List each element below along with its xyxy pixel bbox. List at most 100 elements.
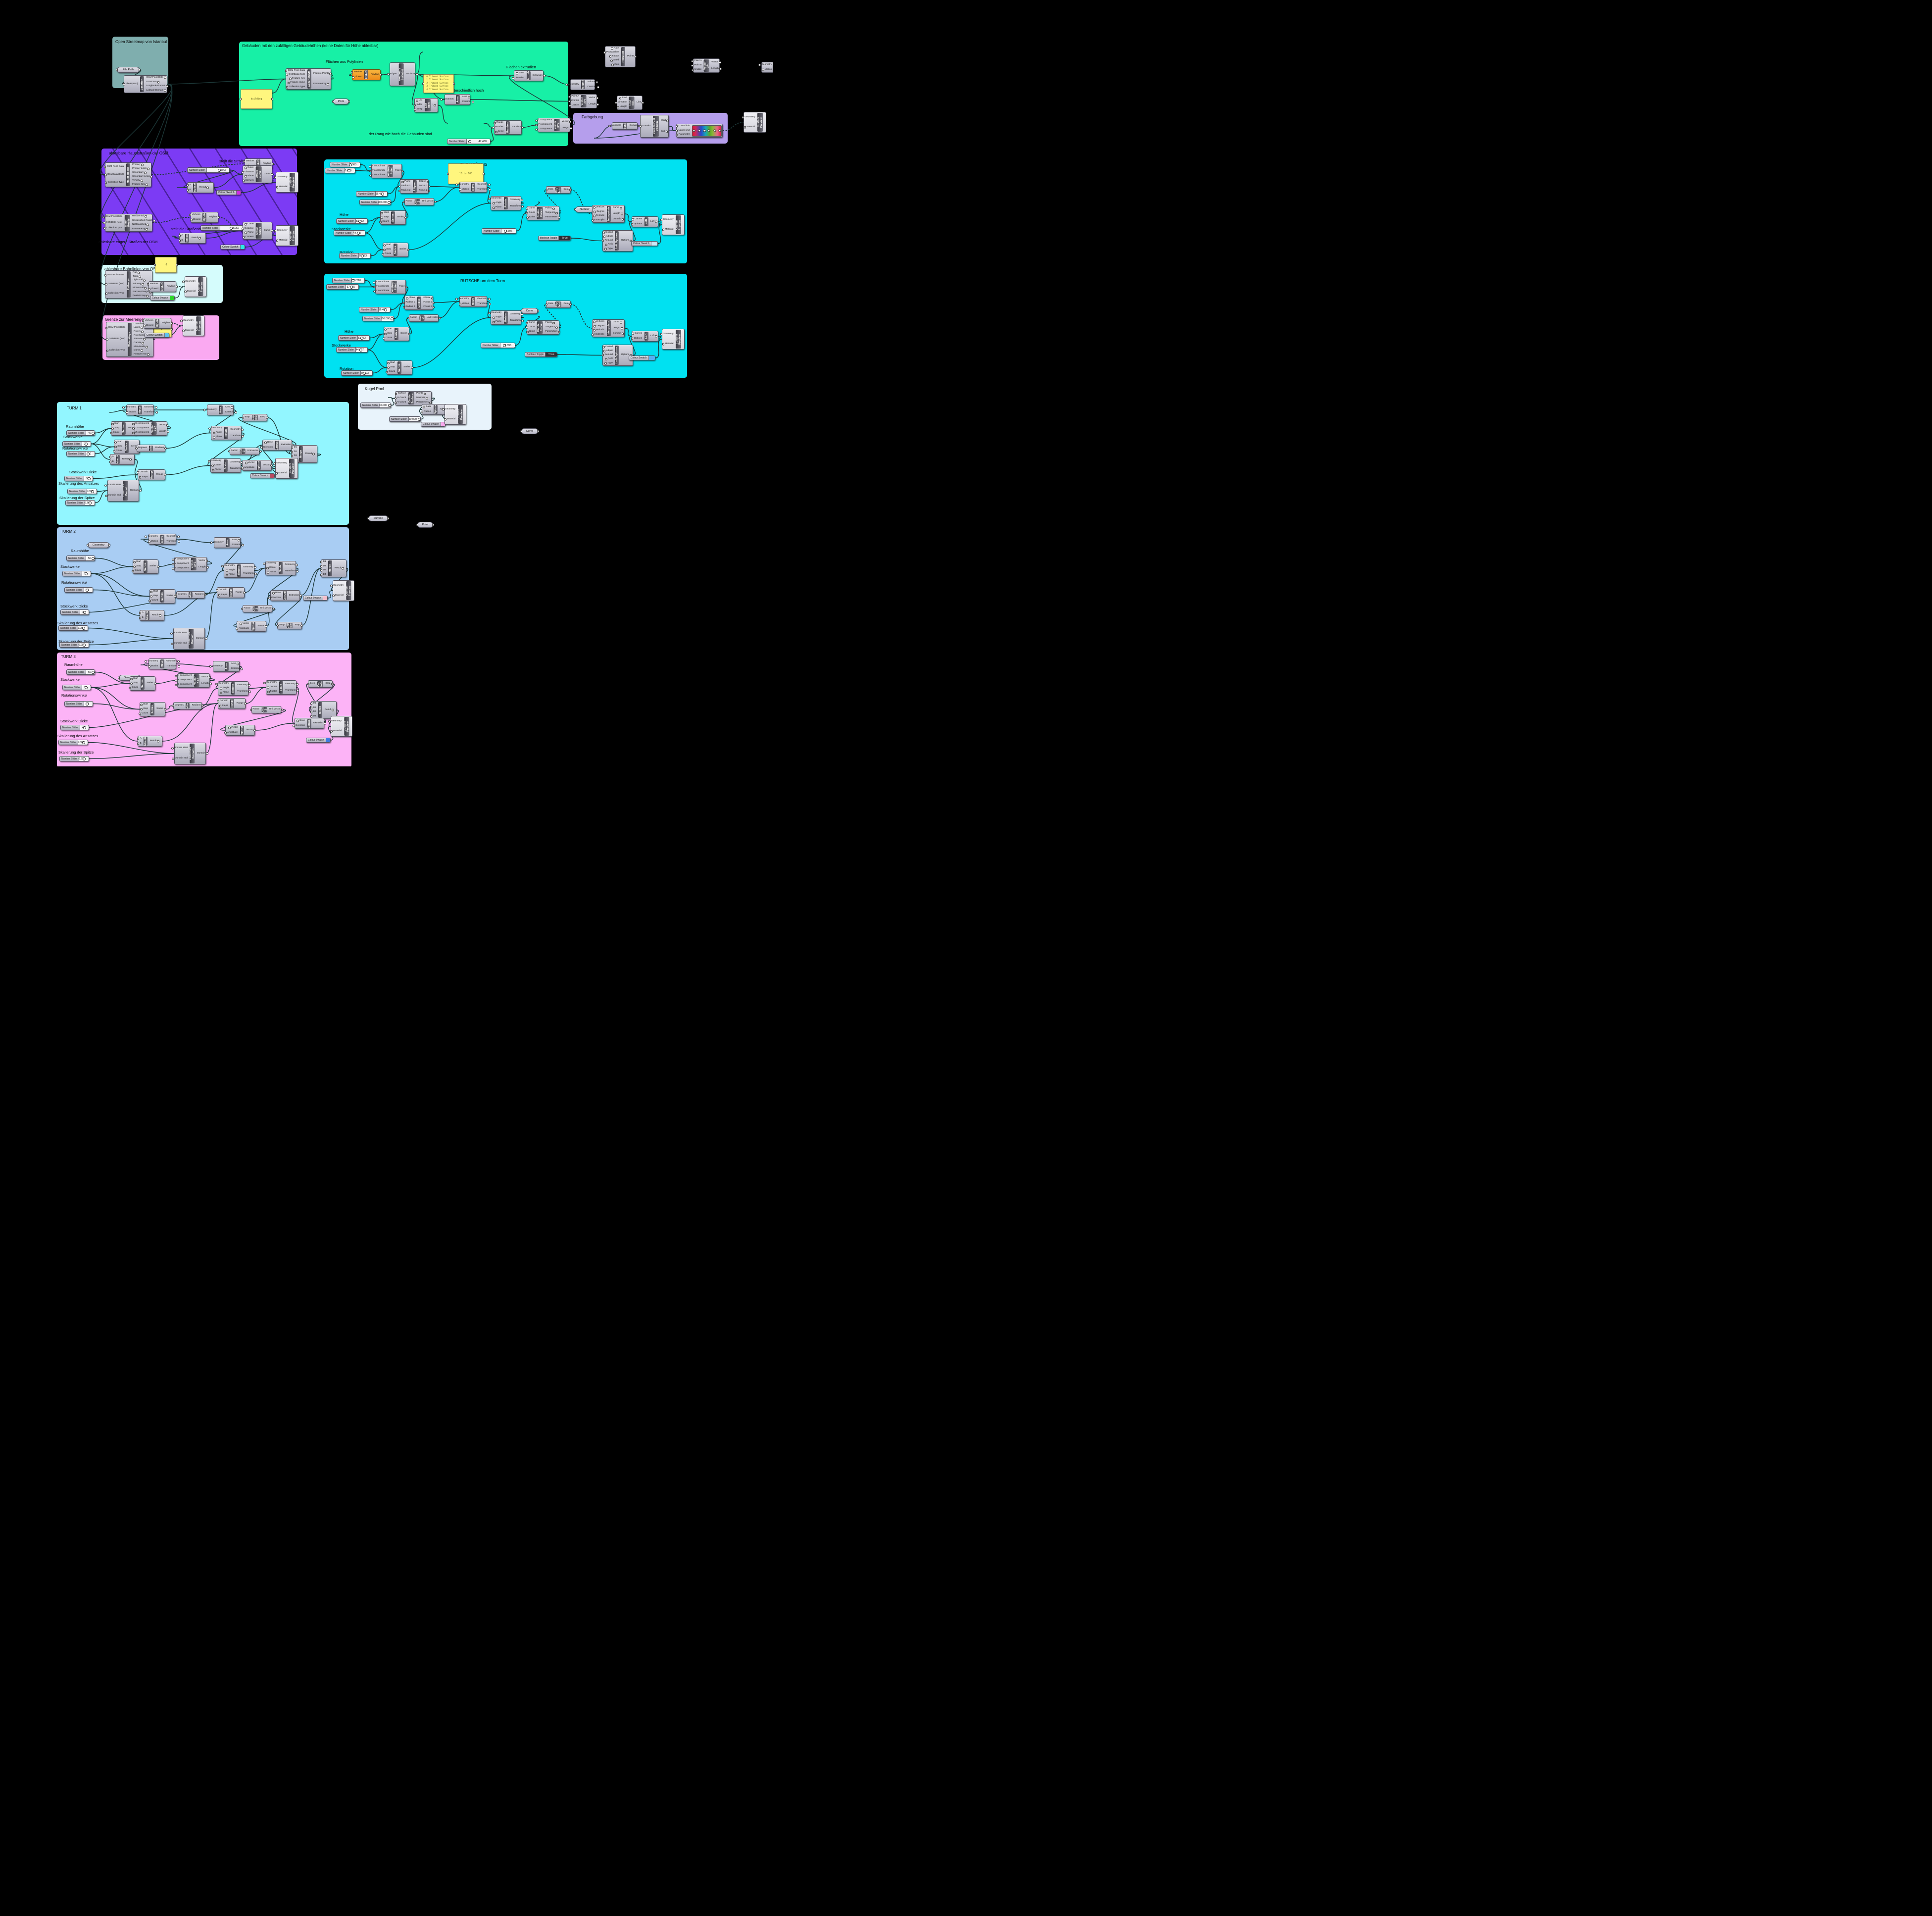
output-port-point[interactable]: Point [394, 169, 402, 172]
input-port-y-component[interactable]: Y component [537, 123, 553, 126]
output-port-focus-1[interactable]: Focus 1 [422, 301, 433, 304]
output-port-domain[interactable]: Domain [195, 637, 206, 640]
slider-knob[interactable] [388, 403, 391, 407]
output-port-tangents[interactable]: Tangents [544, 211, 556, 214]
slider-track[interactable]: 50.000 [409, 417, 420, 421]
slider-track[interactable]: 26.623 [361, 371, 372, 375]
input-port-point-a[interactable]: Point A [693, 59, 703, 62]
colour-swatch[interactable]: Colour Swatch [216, 190, 241, 195]
colour-swatch[interactable]: Colour Swatch [421, 422, 446, 427]
input-port-step[interactable]: Step [385, 248, 393, 251]
input-port-d3[interactable]: D3 [312, 710, 317, 713]
input-port-count[interactable]: Count [134, 569, 143, 572]
input-port-y-coordinate[interactable]: Y coordinate [371, 169, 387, 172]
output-port-narrow-gauge[interactable]: Narrow-Gauge [132, 291, 149, 294]
slider-knob[interactable] [360, 254, 364, 257]
slider-knob[interactable] [83, 610, 87, 614]
swatch-color[interactable] [164, 333, 169, 337]
output-port-man-made[interactable]: Man-Made [133, 346, 147, 349]
toggle-value[interactable]: True [545, 353, 557, 356]
input-port-osmdata-text[interactable]: OSMData (text) [106, 173, 125, 176]
input-port-corners[interactable]: Corners [244, 236, 255, 239]
input-port-direction[interactable]: Direction [270, 597, 282, 600]
input-port-count[interactable]: Count [381, 220, 390, 223]
output-port-feature-key[interactable]: Feature Key [133, 353, 148, 356]
output-port-geometry[interactable]: Geometry [165, 660, 178, 663]
number-slider[interactable]: Number Slider21 [62, 441, 91, 447]
slider-track[interactable]: 0.951 [79, 643, 89, 647]
input-port-degrees[interactable]: Degrees [173, 704, 185, 707]
slider-track[interactable]: 2.843 [207, 168, 229, 172]
slider-track[interactable]: 0.951 [79, 756, 89, 761]
input-port-factor[interactable]: Factor [409, 316, 418, 319]
input-port-material[interactable]: Material [745, 126, 756, 129]
text-panel[interactable]: building [241, 89, 272, 109]
input-port-data[interactable]: Data [547, 188, 554, 191]
input-port-b[interactable]: B [111, 460, 115, 463]
input-port-degrees[interactable]: Degrees [137, 447, 148, 450]
input-port-geometry[interactable]: Geometry [276, 229, 289, 232]
output-port-focus-2[interactable]: Focus 2 [422, 305, 433, 308]
input-port-start[interactable]: Start [385, 244, 392, 247]
output-port-transform[interactable]: Transform [242, 572, 255, 575]
input-port-degree[interactable]: Degree [595, 210, 606, 213]
output-port-polyline[interactable]: Polyline [207, 216, 218, 219]
output-port-vector[interactable]: Vector [245, 729, 254, 732]
slider-track[interactable]: 100.000 [381, 316, 394, 321]
input-port-radius-2[interactable]: Radius 2 [404, 305, 416, 308]
output-port-extrusion[interactable]: Extrusion [312, 722, 325, 725]
output-port-geometry[interactable]: Geometry [284, 563, 297, 566]
output-port-primary-links[interactable]: Primary Links [131, 167, 148, 170]
input-port-plane[interactable]: Plane [227, 573, 236, 576]
input-port-degree[interactable]: Degree [595, 325, 606, 328]
input-port-motion[interactable]: Motion [149, 540, 159, 543]
slider-knob[interactable] [348, 163, 352, 166]
swatch-color[interactable] [170, 296, 174, 300]
output-port-parameters[interactable]: Parameters [415, 401, 430, 404]
input-port-material[interactable]: Material [334, 594, 345, 597]
input-port-numbers[interactable]: Numbers [610, 124, 622, 127]
output-port-ellipse[interactable]: Ellipse [418, 180, 427, 183]
input-port-type[interactable]: Type [606, 248, 614, 251]
output-port-line[interactable]: Line [636, 101, 643, 104]
output-port-mono-rail[interactable]: Mono-Rail [132, 287, 145, 290]
number-slider[interactable]: Number Slider-37.065 [326, 284, 359, 290]
output-port-curve[interactable]: Curve [612, 321, 621, 324]
input-port-length[interactable]: Length [618, 105, 628, 108]
input-port-x-coordinate[interactable]: X coordinate [371, 165, 387, 168]
input-port-d2[interactable]: D2 [312, 706, 317, 709]
output-port-centroid[interactable]: Centroid [461, 101, 472, 103]
output-port-transform[interactable]: Transform [476, 303, 490, 305]
input-port-start[interactable]: Start [116, 441, 123, 444]
input-port-options[interactable]: Options [633, 223, 644, 226]
input-port-count[interactable]: Count [528, 211, 537, 214]
input-port-step[interactable]: Step [386, 332, 394, 335]
input-port-geometry[interactable]: Geometry [490, 311, 503, 314]
slider-track[interactable]: 56.401 [376, 192, 387, 196]
output-port-vector[interactable]: Vector [200, 676, 209, 679]
output-port-points[interactable]: Points [544, 207, 553, 210]
input-port-refit[interactable]: Refit [606, 243, 614, 246]
input-port-steps[interactable]: Steps [141, 476, 149, 479]
input-port-edges[interactable]: Edges [389, 73, 398, 76]
slider-track[interactable]: 10 [86, 452, 95, 456]
slider-knob[interactable] [381, 192, 384, 196]
